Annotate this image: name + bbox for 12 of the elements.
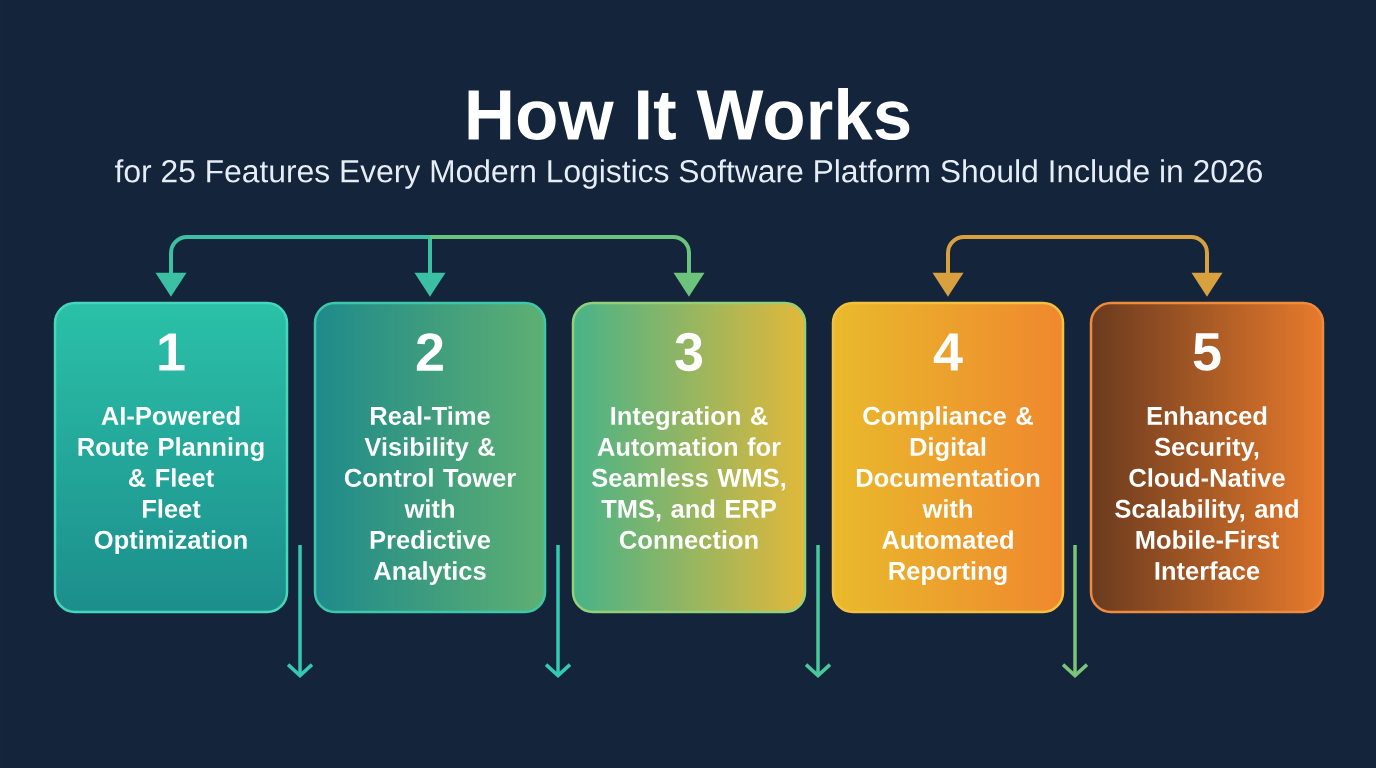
step-number: 1: [159, 333, 185, 371]
step-title: Integration & Automation for Seamless WMS, TMS, and ERP Connection: [591, 406, 786, 549]
step-number: 2: [416, 333, 443, 371]
subtitle: for 25 Features Every Modern Logistics Software Platform Should Include in 2026: [115, 159, 1262, 189]
step-number: 5: [1193, 333, 1221, 371]
step-title: AI-Powered Route Planning & Fleet Fleet Optimization: [78, 406, 264, 554]
step-title: Real-Time Visibility & Control Tower with Predictive Analytics: [344, 406, 516, 585]
step-title: Enhanced Security, Cloud-Native Scalability, and Mobile-First Interface: [1115, 406, 1298, 580]
title: How It Works: [468, 87, 910, 141]
step-number: 4: [933, 333, 963, 371]
step-number: 3: [675, 332, 703, 372]
step-title: Compliance & Digital Documentation with Automated Reporting: [856, 406, 1040, 586]
